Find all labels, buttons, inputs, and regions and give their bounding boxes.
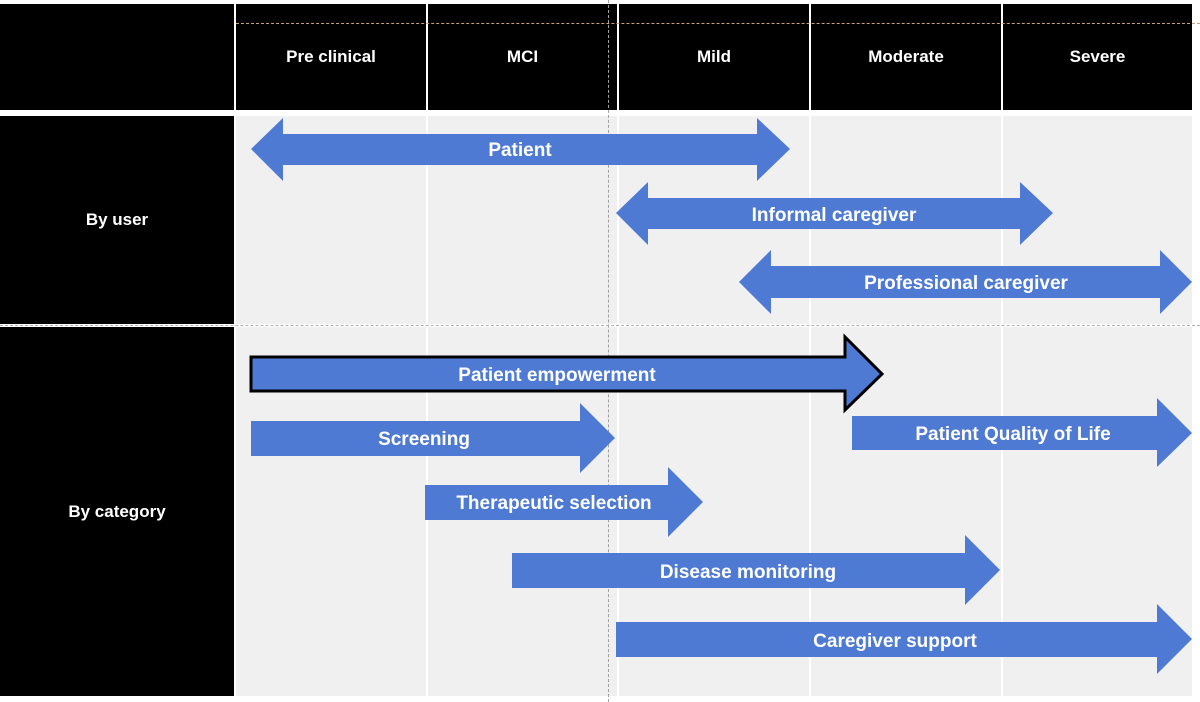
arrow-label-patient-quality-of-life: Patient Quality of Life <box>915 424 1110 445</box>
arrow-professional-caregiver: Professional caregiver <box>739 250 1192 314</box>
stage-header-moderate: Moderate <box>811 4 1001 110</box>
arrow-screening: Screening <box>251 403 615 473</box>
header-corner <box>0 4 234 110</box>
arrow-label-disease-monitoring: Disease monitoring <box>660 562 836 583</box>
stage-header-severe: Severe <box>1003 4 1192 110</box>
grid-column-divider <box>426 116 428 696</box>
row-label-by-user: By user <box>0 116 234 324</box>
stage-header-mci: MCI <box>428 4 617 110</box>
arrow-label-caregiver-support: Caregiver support <box>813 631 977 652</box>
arrow-caregiver-support: Caregiver support <box>616 604 1192 674</box>
dashed-guide-vertical <box>608 0 609 702</box>
arrow-patient-quality-of-life: Patient Quality of Life <box>852 398 1192 467</box>
arrow-label-screening: Screening <box>378 429 470 450</box>
grid-column-divider <box>617 116 619 696</box>
arrow-patient: Patient <box>251 118 790 181</box>
arrow-label-professional-caregiver: Professional caregiver <box>864 273 1068 294</box>
arrow-therapeutic-selection: Therapeutic selection <box>425 467 703 537</box>
arrow-label-patient: Patient <box>488 140 552 161</box>
arrow-label-therapeutic-selection: Therapeutic selection <box>456 493 651 514</box>
dashed-guide-top <box>236 23 1200 24</box>
dashed-guide-row-divider <box>0 325 1200 326</box>
stage-header-preclinical: Pre clinical <box>236 4 426 110</box>
arrow-informal-caregiver: Informal caregiver <box>616 182 1053 245</box>
stage-header-mild: Mild <box>619 4 809 110</box>
arrow-label-informal-caregiver: Informal caregiver <box>752 205 917 226</box>
arrow-label-patient-empowerment: Patient empowerment <box>458 365 656 386</box>
row-label-by-category: By category <box>0 327 234 696</box>
arrow-disease-monitoring: Disease monitoring <box>512 535 1000 605</box>
grid-column-divider <box>1001 116 1003 696</box>
arrow-patient-empowerment: Patient empowerment <box>249 333 885 414</box>
grid-column-divider <box>809 116 811 696</box>
